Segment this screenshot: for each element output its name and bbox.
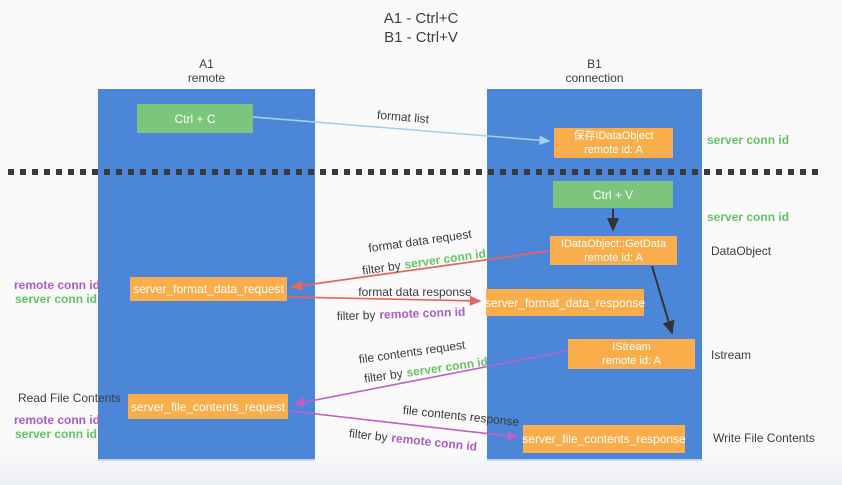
lifeline-a1-name: A1 [199, 57, 214, 71]
annotation-server-conn-id-mid: server conn id [707, 210, 790, 224]
node-save-idataobject: 保存IDataObject remote id: A [554, 128, 673, 158]
annotation-read-file-contents: Read File Contents [18, 391, 121, 405]
node-istream: IStream remote id: A [568, 339, 695, 369]
node-istream-line2: remote id: A [602, 355, 661, 367]
filter-prefix-1: filter by [361, 258, 402, 278]
arrow-label-format-data-response: format data response [358, 285, 472, 299]
lifeline-header-a1: A1 remote [98, 57, 315, 85]
annotation-dataobject: DataObject [711, 244, 772, 258]
node-idataobject-getdata-line1: IDataObject::GetData [560, 237, 667, 250]
node-ctrl-c: Ctrl + C [137, 104, 253, 133]
lifeline-b1-name: B1 [587, 57, 602, 71]
annotation-write-file-contents: Write File Contents [713, 431, 815, 445]
filter-key-remote-conn-id-2: remote conn id [390, 430, 478, 454]
title-line-2: B1 - Ctrl+V [384, 29, 458, 46]
node-server-format-data-request: server_format_data_request [130, 277, 287, 301]
node-istream-line1: IStream [612, 341, 651, 353]
node-server-file-contents-request: server_file_contents_request [128, 394, 288, 419]
node-ctrl-v: Ctrl + V [553, 181, 673, 208]
annotation-remote-conn-id-2: remote conn id [14, 413, 101, 427]
filter-prefix-2: filter by [336, 307, 376, 324]
title-line-1: A1 - Ctrl+C [383, 10, 459, 27]
diagram-title: A1 - Ctrl+C B1 - Ctrl+V [0, 9, 842, 47]
filter-prefix-3: filter by [363, 366, 404, 386]
annotation-conn-ids-file: remote conn id server conn id [14, 413, 101, 441]
node-idataobject-getdata: IDataObject::GetData remote id: A [550, 236, 677, 265]
node-save-idataobject-line2: remote id: A [584, 144, 643, 156]
lifeline-header-b1: B1 connection [487, 57, 702, 85]
node-idataobject-getdata-line2: remote id: A [584, 251, 643, 264]
lifeline-a1-role: remote [187, 71, 226, 85]
filter-key-server-conn-id-1: server conn id [403, 246, 487, 272]
annotation-server-conn-id-1: server conn id [14, 292, 98, 306]
filter-key-remote-conn-id-1: remote conn id [379, 304, 466, 322]
lifeline-b1-role: connection [565, 71, 624, 85]
annotation-conn-ids-format: remote conn id server conn id [14, 278, 101, 306]
annotation-server-conn-id-top: server conn id [707, 133, 790, 147]
arrow-label-format-list: format list [376, 107, 430, 127]
node-server-file-contents-response: server_file_contents_response [522, 425, 686, 453]
annotation-server-conn-id-2: server conn id [14, 427, 98, 441]
node-server-format-data-response: server_format_data_response [485, 289, 645, 316]
annotation-remote-conn-id-1: remote conn id [14, 278, 101, 292]
annotation-istream: Istream [711, 348, 752, 362]
section-divider-dotted-line [8, 169, 823, 175]
filter-prefix-4: filter by [348, 426, 389, 445]
node-save-idataobject-line1: 保存IDataObject [573, 130, 654, 142]
